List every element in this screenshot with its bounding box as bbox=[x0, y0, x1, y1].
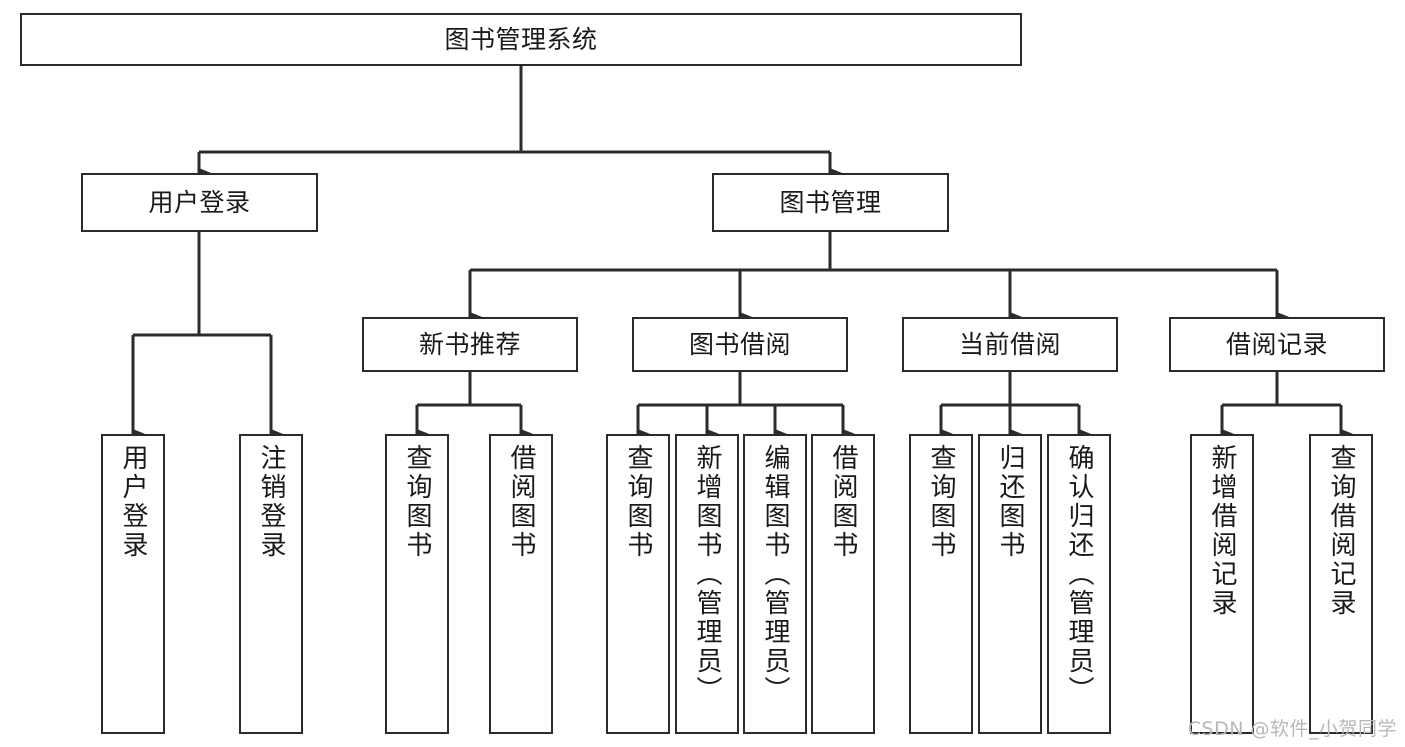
node-book-manage-label: 图书管理 bbox=[779, 187, 882, 217]
leaf-borrow-book-recommend[interactable]: 借阅图书 bbox=[489, 434, 553, 734]
leaf-query-book-recommend-label: 查询图书 bbox=[402, 444, 432, 560]
leaf-query-borrow-record[interactable]: 查询借阅记录 bbox=[1309, 434, 1373, 734]
leaf-return-book-label: 归还图书 bbox=[995, 444, 1025, 560]
leaf-query-book-borrow-label: 查询图书 bbox=[623, 444, 653, 560]
leaf-borrow-book-recommend-label: 借阅图书 bbox=[506, 444, 536, 560]
node-user-login[interactable]: 用户登录 bbox=[81, 173, 318, 232]
csdn-watermark: CSDN @软件_小贺同学 bbox=[1187, 718, 1397, 740]
leaf-logout-login[interactable]: 注销登录 bbox=[239, 434, 303, 734]
leaf-query-book-current-label: 查询图书 bbox=[926, 444, 956, 560]
node-root-label: 图书管理系统 bbox=[444, 24, 598, 54]
leaf-query-book-current[interactable]: 查询图书 bbox=[909, 434, 973, 734]
leaf-user-login[interactable]: 用户登录 bbox=[101, 434, 165, 734]
node-root[interactable]: 图书管理系统 bbox=[20, 13, 1022, 66]
node-new-book-recommend[interactable]: 新书推荐 bbox=[362, 317, 578, 372]
node-book-manage[interactable]: 图书管理 bbox=[712, 173, 949, 232]
leaf-query-book-recommend[interactable]: 查询图书 bbox=[385, 434, 449, 734]
leaf-add-borrow-record-label: 新增借阅记录 bbox=[1207, 444, 1237, 618]
leaf-confirm-return-admin[interactable]: 确认归还（管理员） bbox=[1047, 434, 1111, 734]
leaf-user-login-label: 用户登录 bbox=[118, 444, 148, 560]
node-current-borrow-label: 当前借阅 bbox=[958, 329, 1061, 359]
node-book-borrow-label: 图书借阅 bbox=[688, 329, 791, 359]
leaf-borrow-book[interactable]: 借阅图书 bbox=[811, 434, 875, 734]
leaf-query-book-borrow[interactable]: 查询图书 bbox=[606, 434, 670, 734]
node-book-borrow[interactable]: 图书借阅 bbox=[632, 317, 848, 372]
leaf-return-book[interactable]: 归还图书 bbox=[978, 434, 1042, 734]
node-current-borrow[interactable]: 当前借阅 bbox=[902, 317, 1118, 372]
leaf-edit-book-admin-label: 编辑图书（管理员） bbox=[760, 444, 790, 705]
node-user-login-label: 用户登录 bbox=[148, 187, 251, 217]
leaf-logout-login-label: 注销登录 bbox=[256, 444, 286, 560]
leaf-borrow-book-label: 借阅图书 bbox=[828, 444, 858, 560]
node-borrow-record[interactable]: 借阅记录 bbox=[1169, 317, 1385, 372]
node-new-book-recommend-label: 新书推荐 bbox=[418, 329, 521, 359]
leaf-add-book-admin-label: 新增图书（管理员） bbox=[692, 444, 722, 705]
node-borrow-record-label: 借阅记录 bbox=[1225, 329, 1328, 359]
leaf-confirm-return-admin-label: 确认归还（管理员） bbox=[1064, 444, 1094, 705]
leaf-query-borrow-record-label: 查询借阅记录 bbox=[1326, 444, 1356, 618]
leaf-add-book-admin[interactable]: 新增图书（管理员） bbox=[675, 434, 739, 734]
leaf-add-borrow-record[interactable]: 新增借阅记录 bbox=[1190, 434, 1254, 734]
leaf-edit-book-admin[interactable]: 编辑图书（管理员） bbox=[743, 434, 807, 734]
